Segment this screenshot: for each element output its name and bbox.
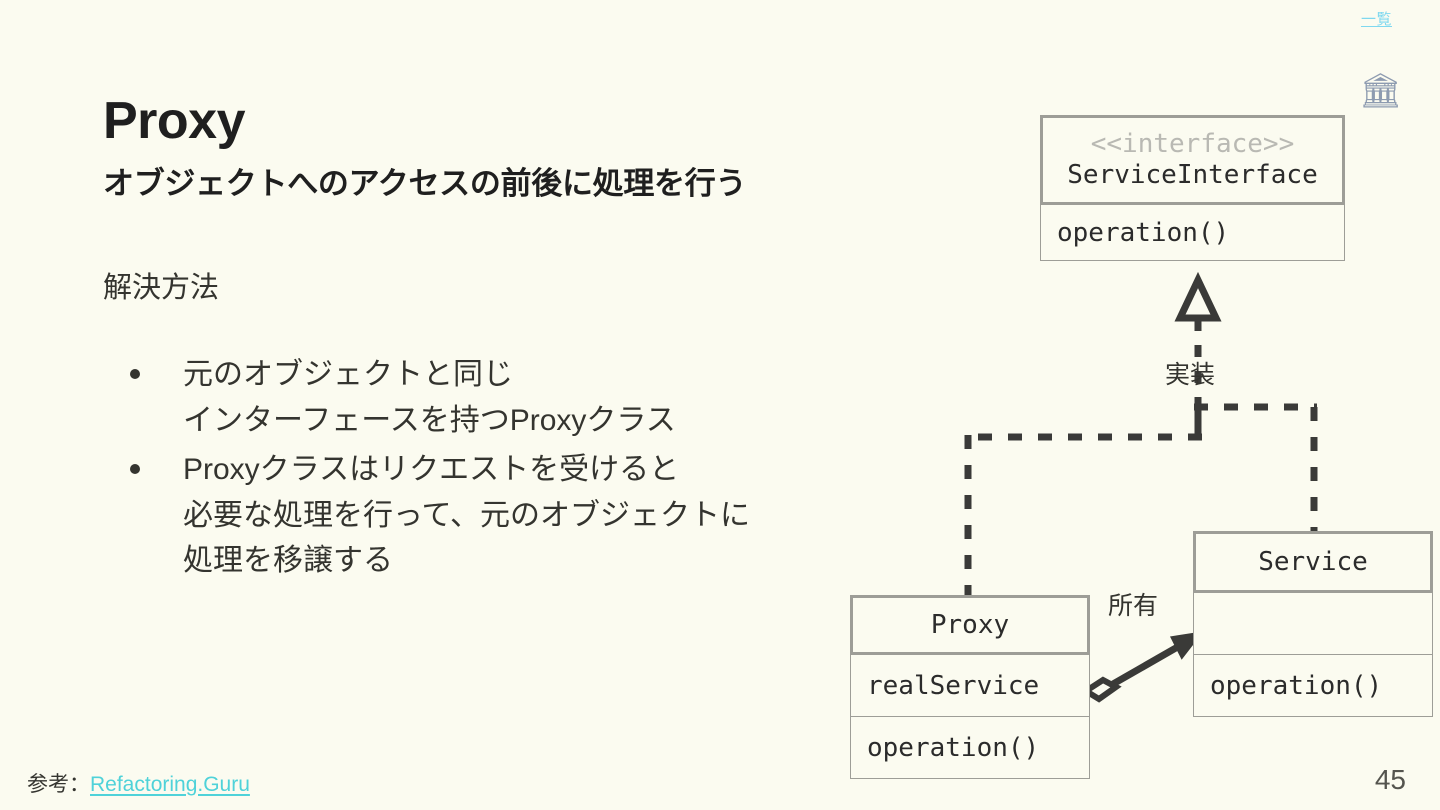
class-operation-row: operation() (1193, 655, 1433, 717)
class-header: Service (1193, 531, 1433, 593)
class-attribute-row: realService (850, 655, 1090, 717)
index-link[interactable]: 一覧 (1360, 11, 1392, 28)
page-title: Proxy (103, 92, 246, 150)
realization-arrowhead-icon (1174, 271, 1222, 322)
class-operation: operation() (1057, 217, 1230, 248)
class-operation: operation() (1210, 670, 1383, 701)
uml-connectors (964, 271, 1318, 703)
relation-label-owns: 所有 (1108, 592, 1159, 620)
bullet-dot-icon (130, 369, 140, 379)
aggregation-shaft (1111, 637, 1190, 688)
bullet-list: 元のオブジェクトと同じ インターフェースを持つProxyクラス Proxyクラス… (103, 352, 863, 588)
bullet-line: インターフェースを持つProxyクラス (183, 403, 676, 437)
class-stereotype: <<interface>> (1090, 129, 1295, 160)
aggregation-arrowhead-icon (1169, 631, 1204, 660)
class-attribute-row (1193, 593, 1433, 655)
relation-label-implements: 実装 (1165, 361, 1216, 389)
class-header: Proxy (850, 595, 1090, 655)
list-item: 元のオブジェクトと同じ インターフェースを持つProxyクラス (103, 352, 863, 443)
bullet-line: 処理を移譲する (183, 544, 393, 578)
class-operation: operation() (867, 732, 1040, 763)
class-header: <<interface>> ServiceInterface (1040, 115, 1345, 205)
class-name: Proxy (930, 610, 1010, 640)
aggregation-diamond-icon (1080, 676, 1122, 703)
uml-class-diagram: 実装 所有 <<interface>> ServiceInterface ope… (820, 90, 1433, 790)
bullet-line: 必要な処理を行って、元のオブジェクトに (183, 498, 750, 532)
uml-class-proxy[interactable]: Proxy realService operation() (850, 595, 1090, 779)
class-operation-row: operation() (850, 717, 1090, 779)
class-attribute: realService (867, 670, 1040, 701)
reference-prefix: 参考： (27, 773, 90, 796)
reference-link[interactable]: Refactoring.Guru (90, 773, 250, 796)
page-number: 45 (1374, 764, 1406, 795)
classical-building-icon: 🏛 (1358, 72, 1402, 110)
page-subtitle: オブジェクトへのアクセスの前後に処理を行う (103, 166, 747, 201)
uml-class-service[interactable]: Service operation() (1193, 531, 1433, 717)
uml-class-service-interface[interactable]: <<interface>> ServiceInterface operation… (1040, 115, 1345, 261)
class-name: ServiceInterface (1067, 160, 1318, 190)
bullet-dot-icon (130, 464, 140, 475)
reference-note: 参考：Refactoring.Guru (27, 768, 250, 798)
bullet-line: 元のオブジェクトと同じ (183, 358, 513, 391)
class-operation-row: operation() (1040, 205, 1345, 261)
bullet-line: Proxyクラスはリクエストを受けると (183, 453, 680, 487)
section-label: 解決方法 (103, 272, 220, 304)
class-name: Service (1258, 547, 1368, 577)
list-item: Proxyクラスはリクエストを受けると 必要な処理を行って、元のオブジェクトに … (103, 447, 863, 584)
